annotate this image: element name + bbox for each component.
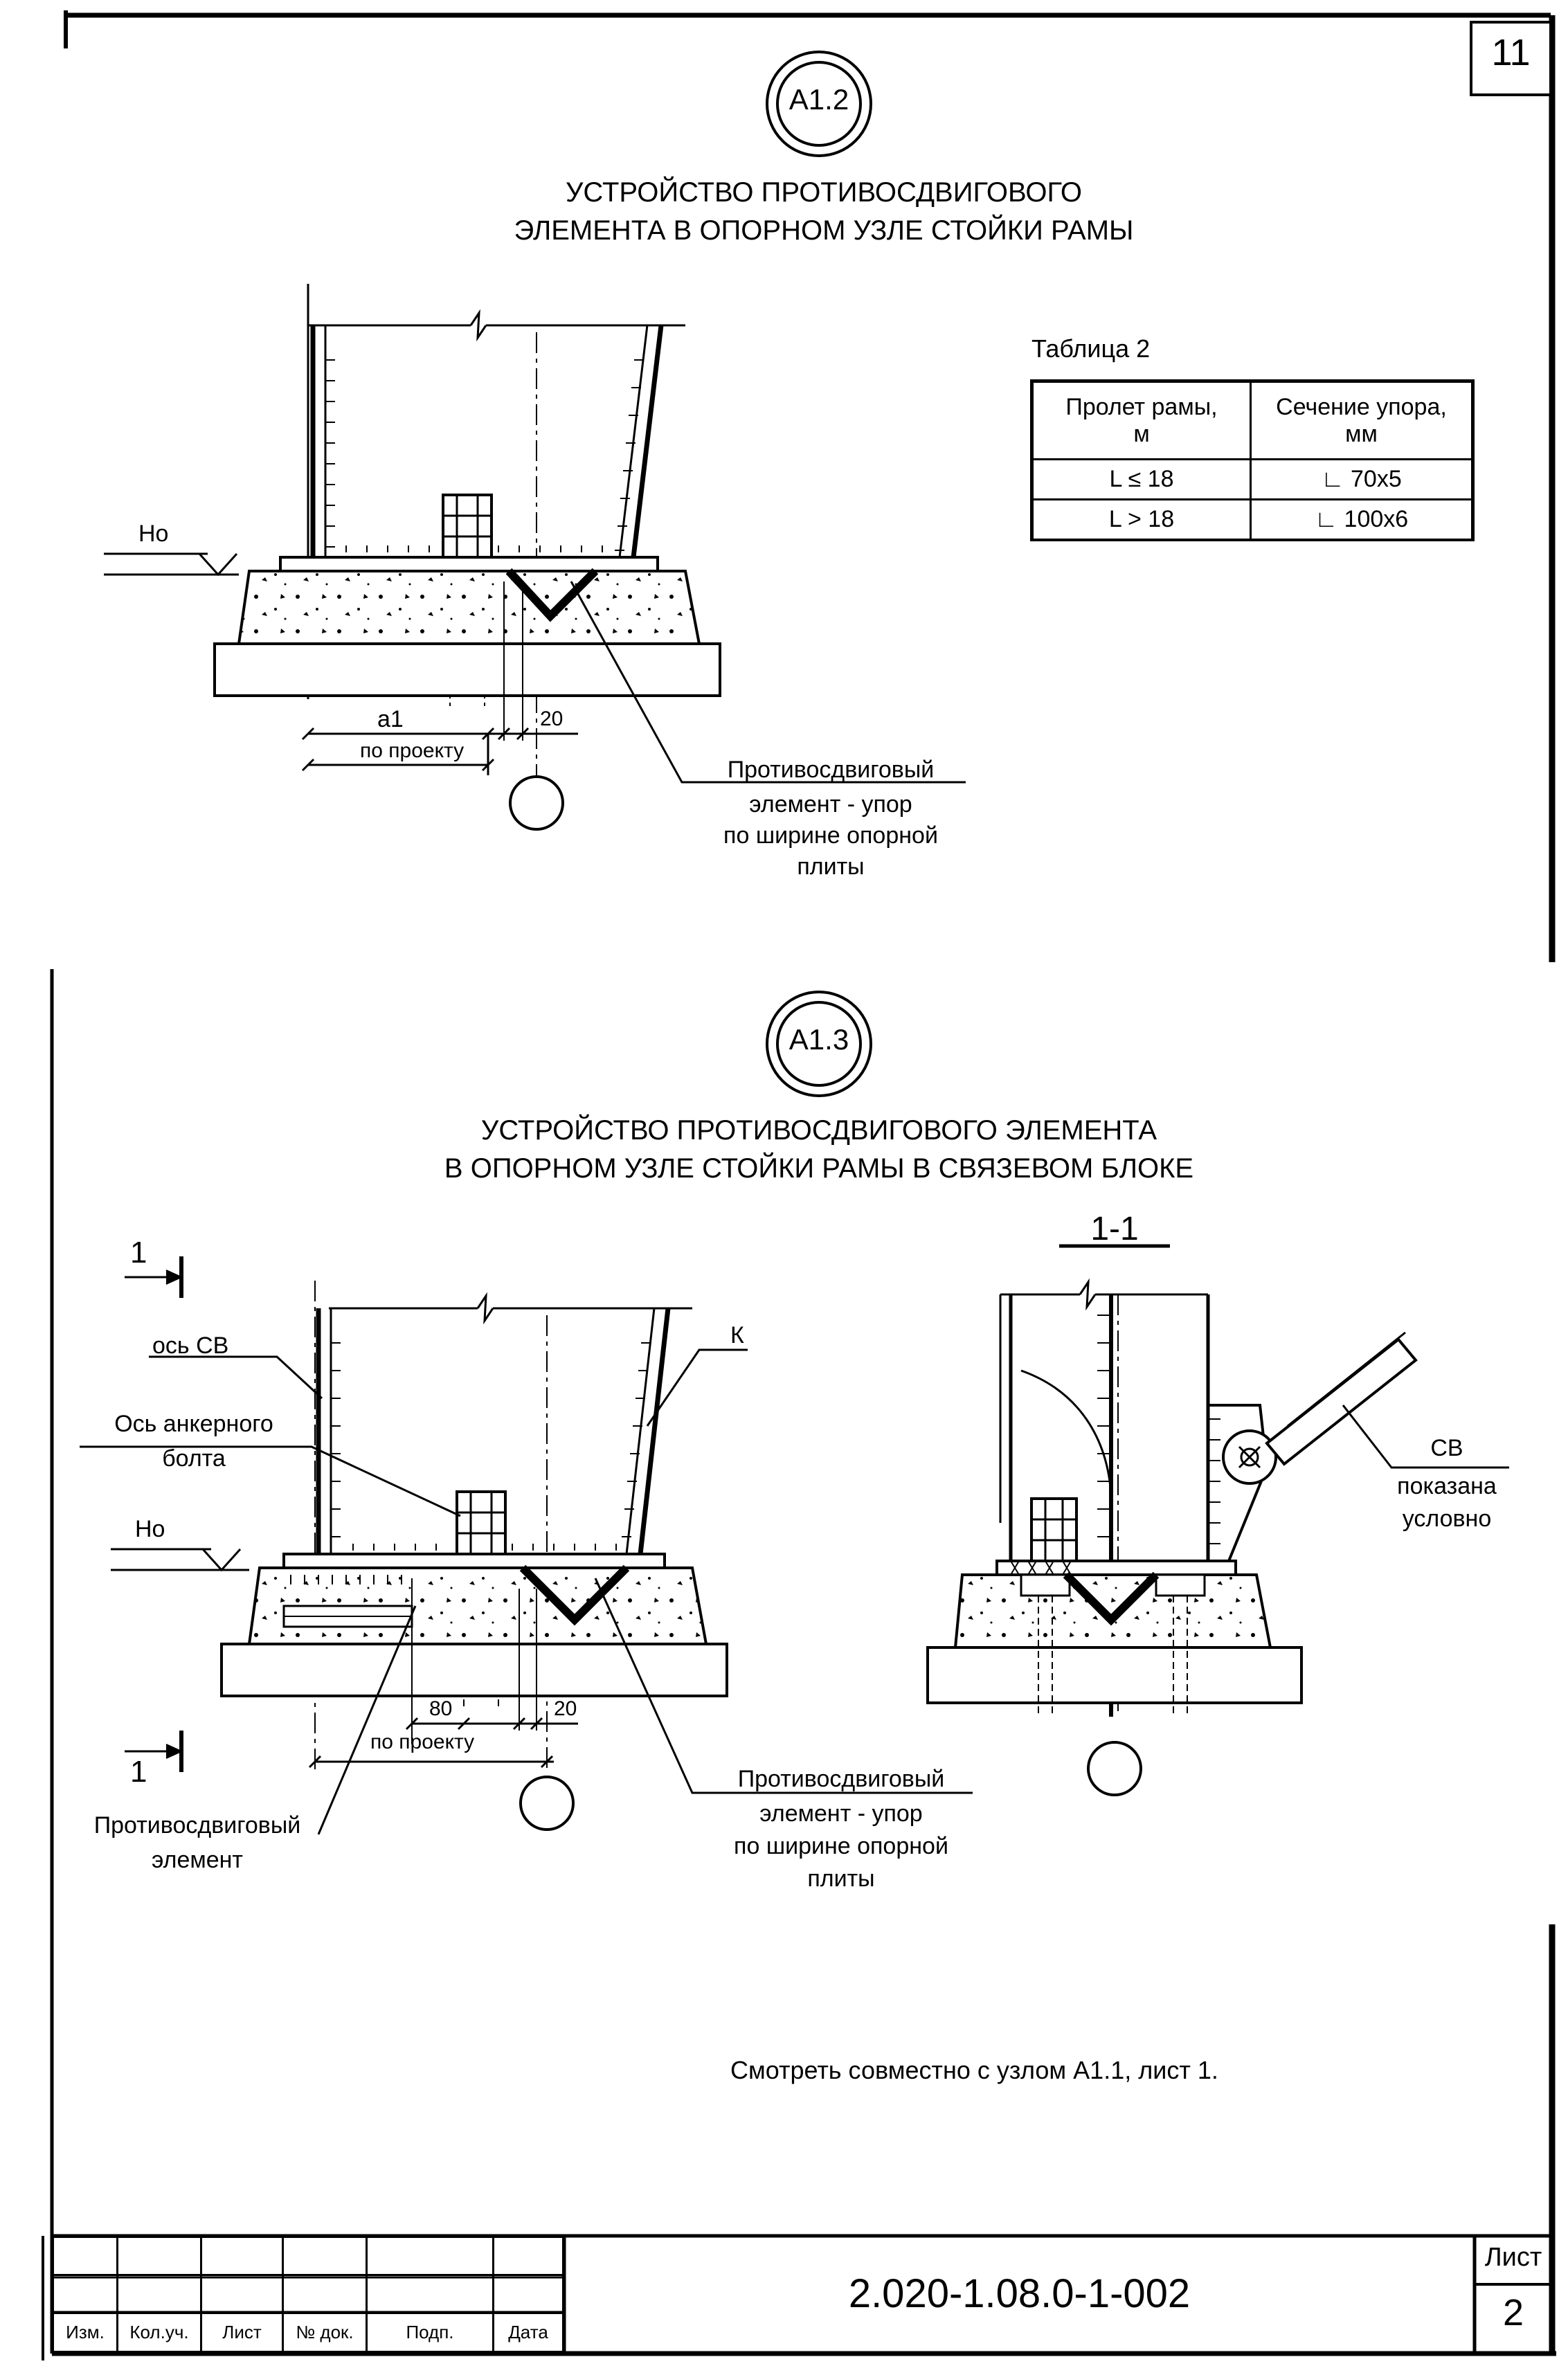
node-mark-a12 [766, 51, 872, 157]
node-title-a12-line1: УСТРОЙСТВО ПРОТИВОСДВИГОВОГО [566, 177, 1082, 208]
section-title-1-1: 1-1 [1090, 1211, 1139, 1247]
section-mark-top: 1 [130, 1236, 147, 1270]
table2-header-section-1: Сечение упора, [1276, 393, 1447, 420]
detail-a12 [104, 284, 966, 831]
stamp-col-izm: Изм. [52, 2312, 118, 2353]
table2-header-span: Пролет рамы,м [1031, 381, 1252, 460]
callout-a13-line1: Противосдвиговый [737, 1766, 945, 1792]
sheet-number-box [1470, 21, 1552, 96]
stamp-col-date: Дата [492, 2312, 564, 2353]
level-label-a13: Но [135, 1516, 165, 1542]
label-anchor-line2: болта [162, 1445, 226, 1472]
node-title-a13-line2: В ОПОРНОМ УЗЛЕ СТОЙКИ РАМЫ В СВЯЗЕВОМ БЛ… [444, 1153, 1194, 1184]
callout-a12-line2: элемент - упор [749, 791, 912, 818]
table2-header-span-1: Пролет рамы, [1065, 393, 1218, 420]
node-tag-a13: A1.3 [788, 1023, 849, 1056]
sheet-number: 11 [1491, 32, 1531, 73]
table2-header-span-2: м [1133, 420, 1150, 447]
callout-a12-line4: плиты [797, 854, 865, 880]
section-1-1 [926, 1244, 1509, 1796]
node-title-a12-line2: ЭЛЕМЕНТА В ОПОРНОМ УЗЛЕ СТОЙКИ РАМЫ [514, 215, 1134, 246]
stamp-sheet-value: 2 [1502, 2292, 1524, 2333]
stamp-table: Изм. Кол.уч. Лист № док. Подп. Дата [52, 2236, 564, 2353]
left-label-line2: элемент [152, 1847, 243, 1873]
label-anchor-line1: Ось анкерного [114, 1411, 273, 1437]
table2-header-section-2: мм [1345, 420, 1378, 447]
stamp-col-doc: № док. [282, 2312, 368, 2353]
table-row: L > 18 ∟ 100х6 [1031, 498, 1473, 541]
dim-a1: а1 [377, 706, 404, 732]
label-sv-line3: условно [1402, 1506, 1492, 1532]
table2: Пролет рамы,м Сечение упора,мм L ≤ 18 ∟ … [1031, 381, 1473, 541]
callout-a13-line2: элемент - упор [759, 1800, 923, 1827]
label-axis-sv: ось СВ [152, 1333, 229, 1359]
dim-project-a12: по проекту [360, 739, 465, 762]
table2-cell-section: ∟ 100х6 [1250, 498, 1473, 541]
label-k: К [730, 1322, 744, 1348]
dim-80: 80 [429, 1697, 453, 1720]
table2-cell-span: L > 18 [1031, 498, 1252, 541]
dim-project-a13: по проекту [370, 1731, 475, 1753]
table2-header-section: Сечение упора,мм [1250, 381, 1473, 460]
dim-20-a13: 20 [554, 1697, 577, 1720]
stamp-sheet-label: Лист [1484, 2243, 1542, 2272]
level-label-a12: Но [138, 521, 169, 547]
table2-cell-section: ∟ 70х5 [1250, 458, 1473, 500]
callout-a12-line1: Противосдвиговый [727, 757, 935, 783]
table-row: L ≤ 18 ∟ 70х5 [1031, 458, 1473, 500]
node-tag-a12: A1.2 [788, 83, 849, 116]
node-mark-a13 [766, 991, 872, 1097]
table2-frame [1030, 379, 1475, 541]
detail-a13 [80, 1256, 973, 1835]
table2-caption: Таблица 2 [1031, 334, 1151, 363]
document-code: 2.020-1.08.0-1-002 [848, 2271, 1191, 2316]
section-mark-bottom: 1 [130, 1755, 147, 1789]
dim-20-a12: 20 [540, 707, 564, 730]
label-sv-line1: СВ [1430, 1435, 1463, 1461]
callout-a12-line3: по ширине опорной [723, 822, 938, 849]
stamp-col-podp: Подп. [366, 2312, 494, 2353]
node-title-a13-line1: УСТРОЙСТВО ПРОТИВОСДВИГОВОГО ЭЛЕМЕНТА [480, 1115, 1157, 1146]
sheet-frame [42, 10, 1556, 2360]
callout-a13-line3: по ширине опорной [734, 1833, 948, 1859]
table2-cell-span: L ≤ 18 [1031, 458, 1252, 500]
stamp-col-kol: Кол.уч. [116, 2312, 202, 2353]
note-text: Смотреть совместно с узлом А1.1, лист 1. [730, 2056, 1218, 2084]
left-label-line1: Противосдвиговый [93, 1812, 301, 1839]
callout-a13-line4: плиты [807, 1866, 875, 1892]
label-sv-line2: показана [1397, 1473, 1497, 1499]
stamp-col-list: Лист [200, 2312, 284, 2353]
